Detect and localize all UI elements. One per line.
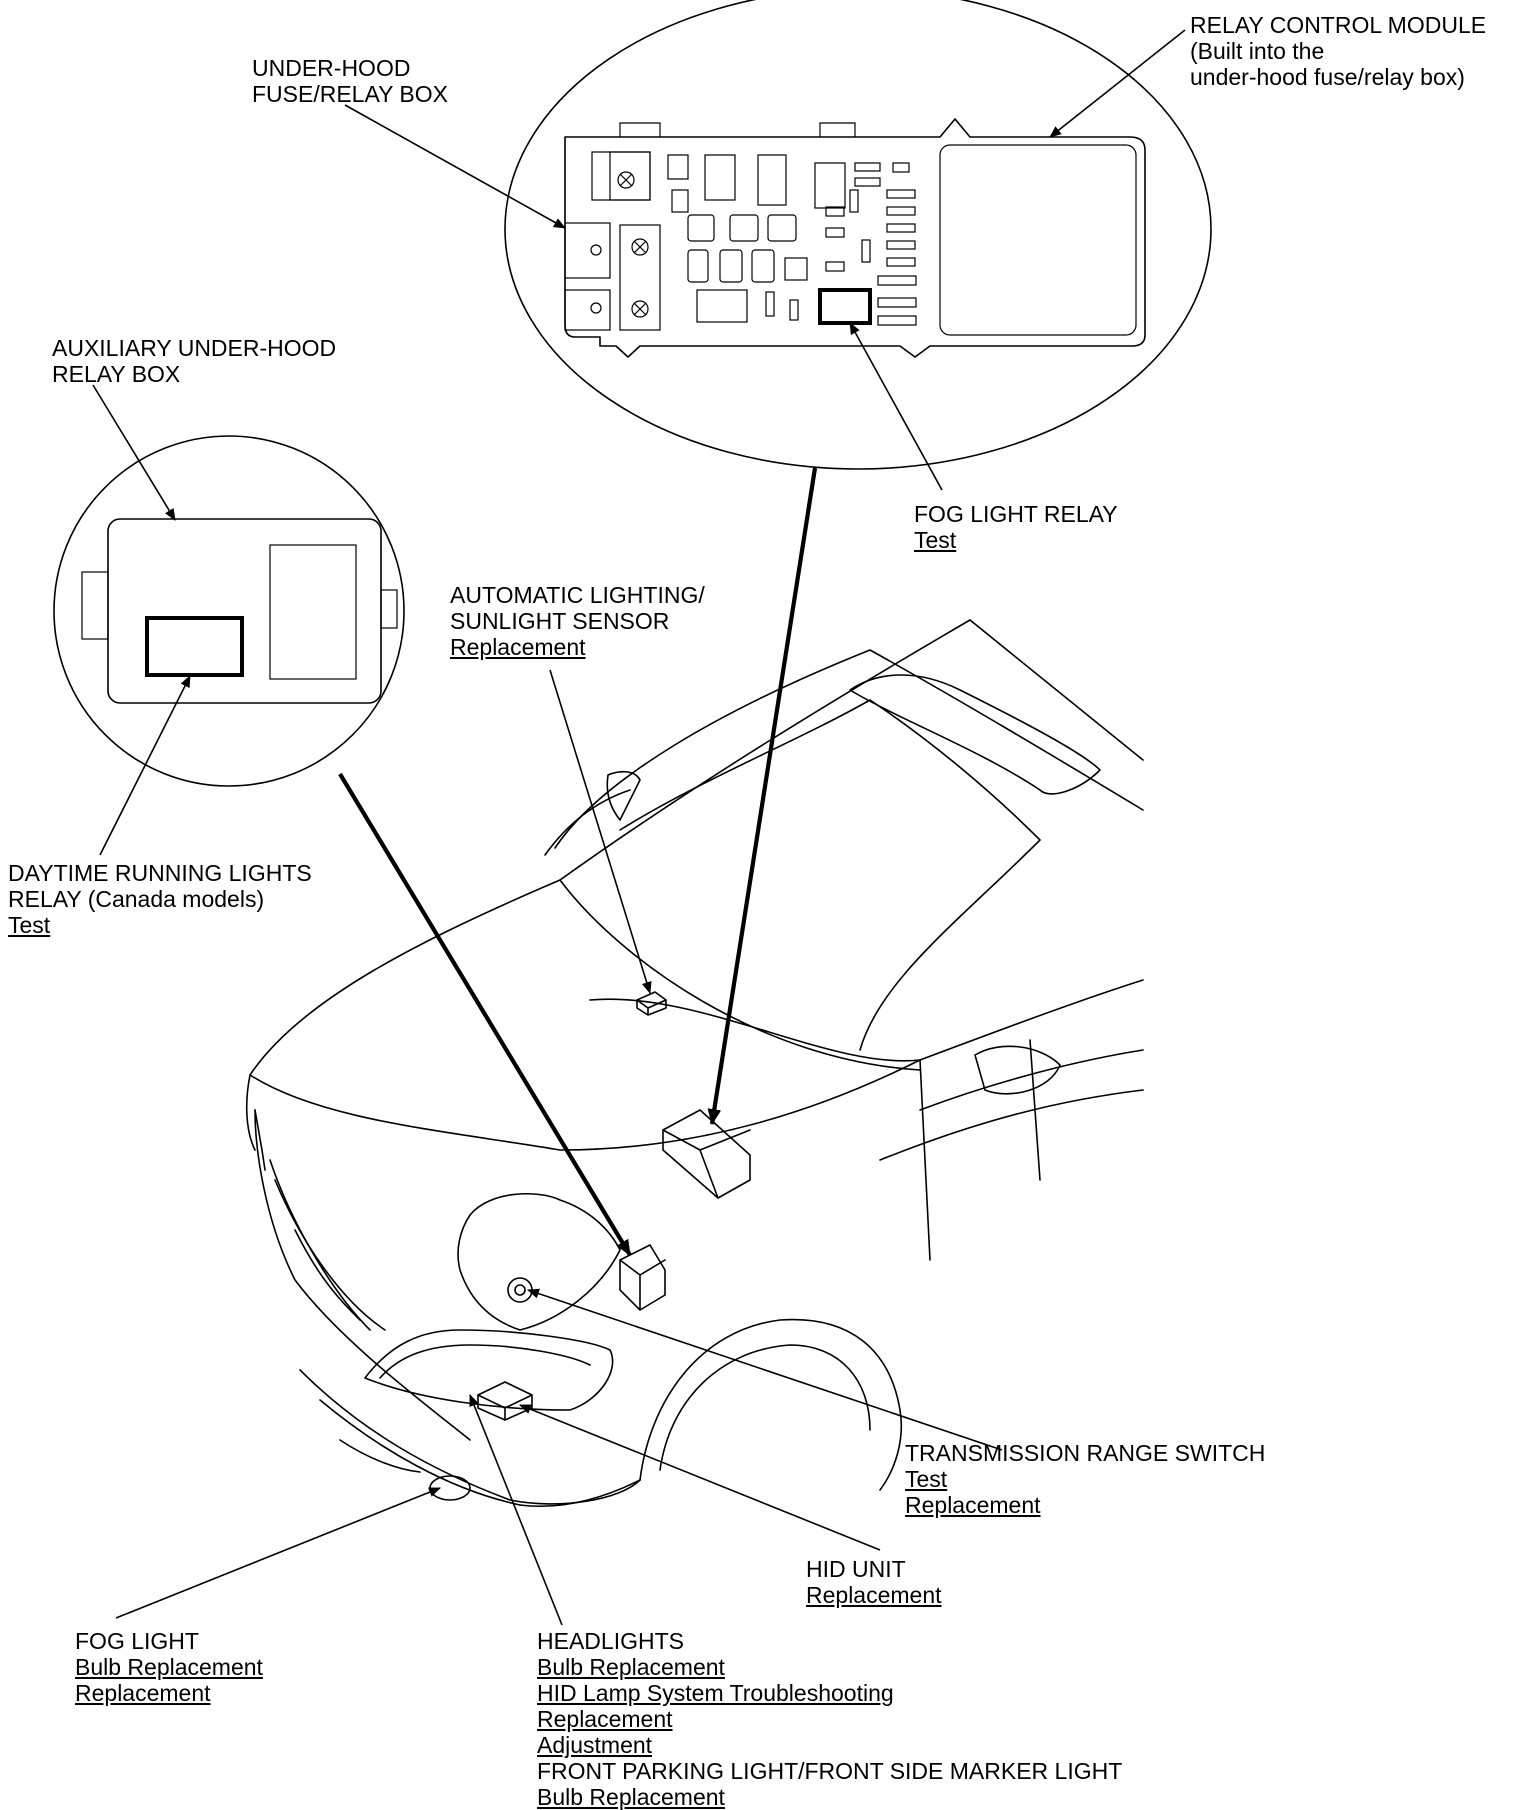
- auto-lighting-sensor-replacement-link[interactable]: Replacement: [450, 634, 586, 660]
- detail-circle-left: [53, 435, 405, 787]
- headlights-bulb-replacement-link[interactable]: Bulb Replacement: [537, 1654, 725, 1680]
- under-hood-fuse-box-line-1: UNDER-HOOD: [252, 55, 411, 81]
- parking-marker-bulb-replacement-link[interactable]: Bulb Replacement: [537, 1784, 725, 1810]
- headlights-replacement-link[interactable]: Replacement: [537, 1706, 673, 1732]
- relay-control-module-note-1: (Built into the: [1190, 38, 1325, 64]
- drl-relay-line-1: DAYTIME RUNNING LIGHTS: [8, 860, 312, 886]
- fog-light-title: FOG LIGHT: [75, 1628, 199, 1654]
- fog-light-replacement-link[interactable]: Replacement: [75, 1680, 211, 1706]
- vehicle-illustration: [245, 619, 1144, 1508]
- fog-light-relay-test-link[interactable]: Test: [914, 527, 957, 553]
- leader-lines: [92, 29, 1186, 1626]
- hid-unit-label: HID UNIT Replacement: [806, 1556, 942, 1608]
- fog-light-relay-title: FOG LIGHT RELAY: [914, 501, 1118, 527]
- auxiliary-relay-box-line-1: AUXILIARY UNDER-HOOD: [52, 335, 337, 361]
- under-hood-fuse-box-line-2: FUSE/RELAY BOX: [252, 81, 448, 107]
- fog-light-bulb-replacement-link[interactable]: Bulb Replacement: [75, 1654, 263, 1680]
- under-hood-fuse-box-label: UNDER-HOOD FUSE/RELAY BOX: [252, 55, 448, 107]
- headlights-title: HEADLIGHTS: [537, 1628, 684, 1654]
- relay-control-module-note-2: under-hood fuse/relay box): [1190, 64, 1465, 90]
- hid-unit-title: HID UNIT: [806, 1556, 906, 1582]
- auxiliary-relay-box-detail: [53, 435, 405, 787]
- drl-relay-label: DAYTIME RUNNING LIGHTS RELAY (Canada mod…: [8, 860, 312, 938]
- drl-relay-test-link[interactable]: Test: [8, 912, 51, 938]
- parking-marker-light-title: FRONT PARKING LIGHT/FRONT SIDE MARKER LI…: [537, 1758, 1123, 1784]
- transmission-range-switch-test-link[interactable]: Test: [905, 1466, 948, 1492]
- headlights-adjustment-link[interactable]: Adjustment: [537, 1732, 653, 1758]
- transmission-range-switch-title: TRANSMISSION RANGE SWITCH: [905, 1440, 1266, 1466]
- auxiliary-relay-box-label: AUXILIARY UNDER-HOOD RELAY BOX: [52, 335, 336, 387]
- auto-lighting-sensor-label: AUTOMATIC LIGHTING/ SUNLIGHT SENSOR Repl…: [450, 582, 705, 660]
- transmission-range-switch-label: TRANSMISSION RANGE SWITCH Test Replaceme…: [905, 1440, 1265, 1518]
- detail-ellipse-top: [504, 0, 1212, 470]
- transmission-range-switch-replacement-link[interactable]: Replacement: [905, 1492, 1041, 1518]
- hid-unit-replacement-link[interactable]: Replacement: [806, 1582, 942, 1608]
- headlights-hid-troubleshooting-link[interactable]: HID Lamp System Troubleshooting: [537, 1680, 894, 1706]
- relay-control-module-label: RELAY CONTROL MODULE (Built into the und…: [1190, 12, 1486, 90]
- relay-control-module-title: RELAY CONTROL MODULE: [1190, 12, 1487, 38]
- under-hood-fuse-box-detail: [504, 0, 1212, 470]
- drl-relay-line-2: RELAY (Canada models): [8, 886, 265, 912]
- fog-light-label: FOG LIGHT Bulb Replacement Replacement: [75, 1628, 263, 1706]
- auto-lighting-sensor-line-2: SUNLIGHT SENSOR: [450, 608, 670, 634]
- headlights-label: HEADLIGHTS Bulb Replacement HID Lamp Sys…: [537, 1628, 1122, 1810]
- fog-light-relay-label: FOG LIGHT RELAY Test: [914, 501, 1118, 553]
- auto-lighting-sensor-line-1: AUTOMATIC LIGHTING/: [450, 582, 705, 608]
- auxiliary-relay-box-line-2: RELAY BOX: [52, 361, 181, 387]
